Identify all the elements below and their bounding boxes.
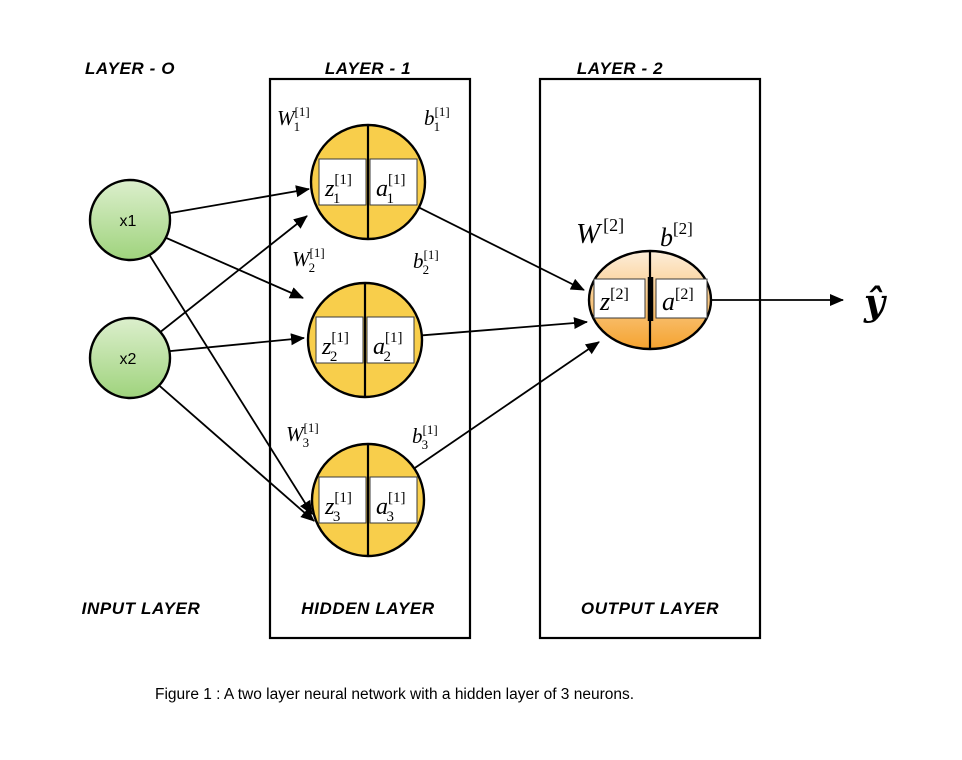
hidden-neuron-3: z[1]3 a[1]3 — [310, 442, 426, 558]
bias-label-b1: b[1]1 — [424, 104, 450, 134]
prediction-label: ŷ — [863, 282, 887, 324]
layer2-title: LAYER - 2 — [577, 59, 663, 78]
hidden-neuron-2-a-label: a[1]2 — [373, 330, 403, 365]
hidden-neuron-1-a-box — [369, 158, 418, 206]
bias-label-b-out: b[2] — [660, 219, 693, 252]
output-layer-label: OUTPUT LAYER — [581, 599, 719, 618]
output-neuron: z[2] a[2] — [587, 249, 713, 351]
hidden-neuron-1: z[1]1 a[1]1 — [309, 123, 427, 241]
weight-label-w1: W[1]1 — [277, 104, 310, 134]
hidden-neuron-2-a-box — [366, 316, 415, 364]
layer0-title: LAYER - O — [85, 59, 175, 78]
hidden-neuron-3-a-box — [369, 476, 418, 524]
hidden-neuron-1-z-label: z[1]1 — [324, 172, 352, 207]
input-label-x1: x1 — [120, 213, 137, 230]
output-z-label: z[2] — [599, 286, 629, 316]
hidden-neuron-3-a-label: a[1]3 — [376, 490, 406, 525]
connection-x1-h3 — [129, 223, 313, 515]
connection-x2-h3 — [129, 359, 315, 522]
hidden-neuron-3-z-box — [318, 476, 367, 524]
bias-label-b3: b[1]3 — [412, 422, 438, 452]
output-neuron-z-box — [593, 278, 646, 319]
hidden-neuron-3-z-label: z[1]3 — [324, 490, 352, 525]
weight-label-w3: W[1]3 — [286, 420, 319, 450]
output-layer-box — [538, 77, 762, 640]
layer1-title: LAYER - 1 — [325, 59, 411, 78]
figure-caption: Figure 1 : A two layer neural network wi… — [155, 686, 634, 703]
hidden-layer-label: HIDDEN LAYER — [301, 599, 435, 618]
hidden-neuron-2-z-box — [315, 316, 364, 364]
hidden-neuron-1-z-box — [318, 158, 367, 206]
hidden-neuron-2: z[1]2 a[1]2 — [306, 281, 424, 399]
input-neuron-x1 — [88, 178, 172, 262]
input-neuron-x2 — [88, 316, 172, 400]
input-label-x2: x2 — [120, 351, 137, 368]
output-a-label: a[2] — [662, 286, 694, 316]
weight-label-w2: W[1]2 — [292, 245, 325, 275]
hidden-neuron-1-a-label: a[1]1 — [376, 172, 406, 207]
weight-label-w-out: W[2] — [576, 215, 624, 250]
output-neuron-a-box — [655, 278, 708, 319]
input-layer-label: INPUT LAYER — [82, 599, 201, 618]
hidden-layer-box — [268, 77, 472, 640]
hidden-neuron-2-z-label: z[1]2 — [321, 330, 349, 365]
bias-label-b2: b[1]2 — [413, 247, 439, 277]
